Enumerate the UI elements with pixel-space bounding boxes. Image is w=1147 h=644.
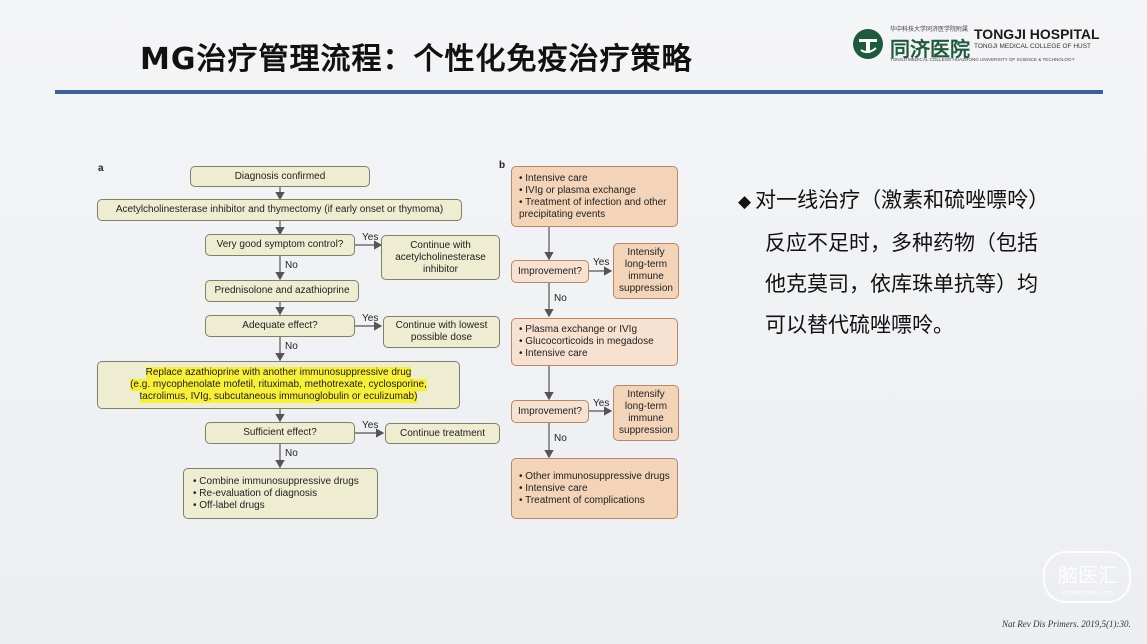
logo-en-sub2: TONGJI MEDICAL COLLEGE HUAZHONG UNIVERSI… <box>890 57 1075 62</box>
list-item: Intensive care <box>519 483 670 495</box>
yes-label: Yes <box>362 232 379 243</box>
no-label: No <box>554 433 567 444</box>
no-label: No <box>285 448 298 459</box>
list-item: Combine immunosuppressive drugs <box>193 476 359 488</box>
list-item: Treatment of infection and other precipi… <box>519 197 673 221</box>
continue-treatment-box: Continue treatment <box>385 423 500 444</box>
improvement-question: Improvement? <box>511 400 589 423</box>
diamond-bullet-icon: ◆ <box>738 192 752 212</box>
yes-label: Yes <box>362 313 379 324</box>
list-item: Plasma exchange or IVIg <box>519 324 654 336</box>
yes-label: Yes <box>593 257 610 268</box>
final-options-box: Combine immunosuppressive drugs Re-evalu… <box>183 468 378 519</box>
watermark-text: 脑医汇 <box>1058 563 1118 587</box>
sufficient-effect-question: Sufficient effect? <box>205 422 355 444</box>
watermark-logo-icon: 脑医汇 brainmed.com <box>1043 551 1131 603</box>
list-item: IVIg or plasma exchange <box>519 185 673 197</box>
rescue-therapy-box: Plasma exchange or IVIg Glucocorticoids … <box>511 318 678 366</box>
symptom-control-question: Very good symptom control? <box>205 234 355 256</box>
citation: Nat Rev Dis Primers. 2019,5(1):30. <box>1002 619 1131 629</box>
logo-en-sub: TONGJI MEDICAL COLLEGE OF HUST <box>974 43 1092 50</box>
list-item: Glucocorticoids in megadose <box>519 336 653 348</box>
adequate-effect-question: Adequate effect? <box>205 315 355 337</box>
bullet-line-2: 反应不足时，多种药物（包括 <box>765 231 1038 255</box>
slide-title: MG治疗管理流程：个性化免疫治疗策略 <box>140 42 693 77</box>
brainmed-watermark: 脑医汇 brainmed.com <box>1042 548 1134 608</box>
yes-label: Yes <box>362 420 379 431</box>
bullet-line-3: 他克莫司，依库珠单抗等）均 <box>765 272 1038 296</box>
summary-bullet: ◆对一线治疗（激素和硫唑嘌呤） 反应不足时，多种药物（包括 他克莫司，依库珠单抗… <box>738 180 1098 346</box>
diagnosis-box: Diagnosis confirmed <box>190 166 370 187</box>
intensify-box: Intensify long-term immune suppression <box>613 385 679 441</box>
panel-a-letter: a <box>98 163 104 174</box>
panel-b-letter: b <box>499 160 506 171</box>
bullet-line-4: 可以替代硫唑嘌呤。 <box>765 313 954 337</box>
intensify-box: Intensify long-term immune suppression <box>613 243 679 299</box>
list-item: Re-evaluation of diagnosis <box>193 488 359 500</box>
no-label: No <box>285 260 298 271</box>
title-rule <box>55 90 1103 94</box>
no-label: No <box>554 293 567 304</box>
replace-azathioprine-box: Replace azathioprine with another immuno… <box>97 361 460 409</box>
list-item: Other immunosuppressive drugs <box>519 471 670 483</box>
replace-line-1: Replace azathioprine with another immuno… <box>145 367 412 379</box>
logo-cn-name: 同济医院 <box>890 37 970 61</box>
list-item: Off-label drugs <box>193 500 359 512</box>
hospital-logo: 华中科技大学同济医学院附属 同济医院 TONGJI HOSPITAL TONGJ… <box>848 22 1108 66</box>
list-item: Intensive care <box>519 348 654 360</box>
logo-en-name: TONGJI HOSPITAL <box>974 26 1100 42</box>
list-item: Intensive care <box>519 173 673 185</box>
crisis-start-box: Intensive care IVIg or plasma exchange T… <box>511 166 678 227</box>
tongji-logo-icon <box>853 29 883 59</box>
replace-line-2: (e.g. mycophenolate mofetil, rituximab, … <box>130 379 427 391</box>
prednisolone-box: Prednisolone and azathioprine <box>205 280 359 302</box>
list-item: Treatment of complications <box>519 495 670 507</box>
improvement-question: Improvement? <box>511 260 589 283</box>
replace-line-3: tacrolimus, IVIg, subcutaneous immunoglo… <box>139 391 418 403</box>
bullet-line-1: 对一线治疗（激素和硫唑嘌呤） <box>755 188 1050 212</box>
continue-ache-box: Continue with acetylcholinesterase inhib… <box>381 235 500 280</box>
ache-thymectomy-box: Acetylcholinesterase inhibitor and thyme… <box>97 199 462 221</box>
escalation-box: Other immunosuppressive drugs Intensive … <box>511 458 678 519</box>
logo-top-line: 华中科技大学同济医学院附属 <box>890 27 969 33</box>
no-label: No <box>285 341 298 352</box>
lowest-dose-box: Continue with lowest possible dose <box>383 316 500 348</box>
yes-label: Yes <box>593 398 610 409</box>
watermark-sub: brainmed.com <box>1063 589 1114 597</box>
